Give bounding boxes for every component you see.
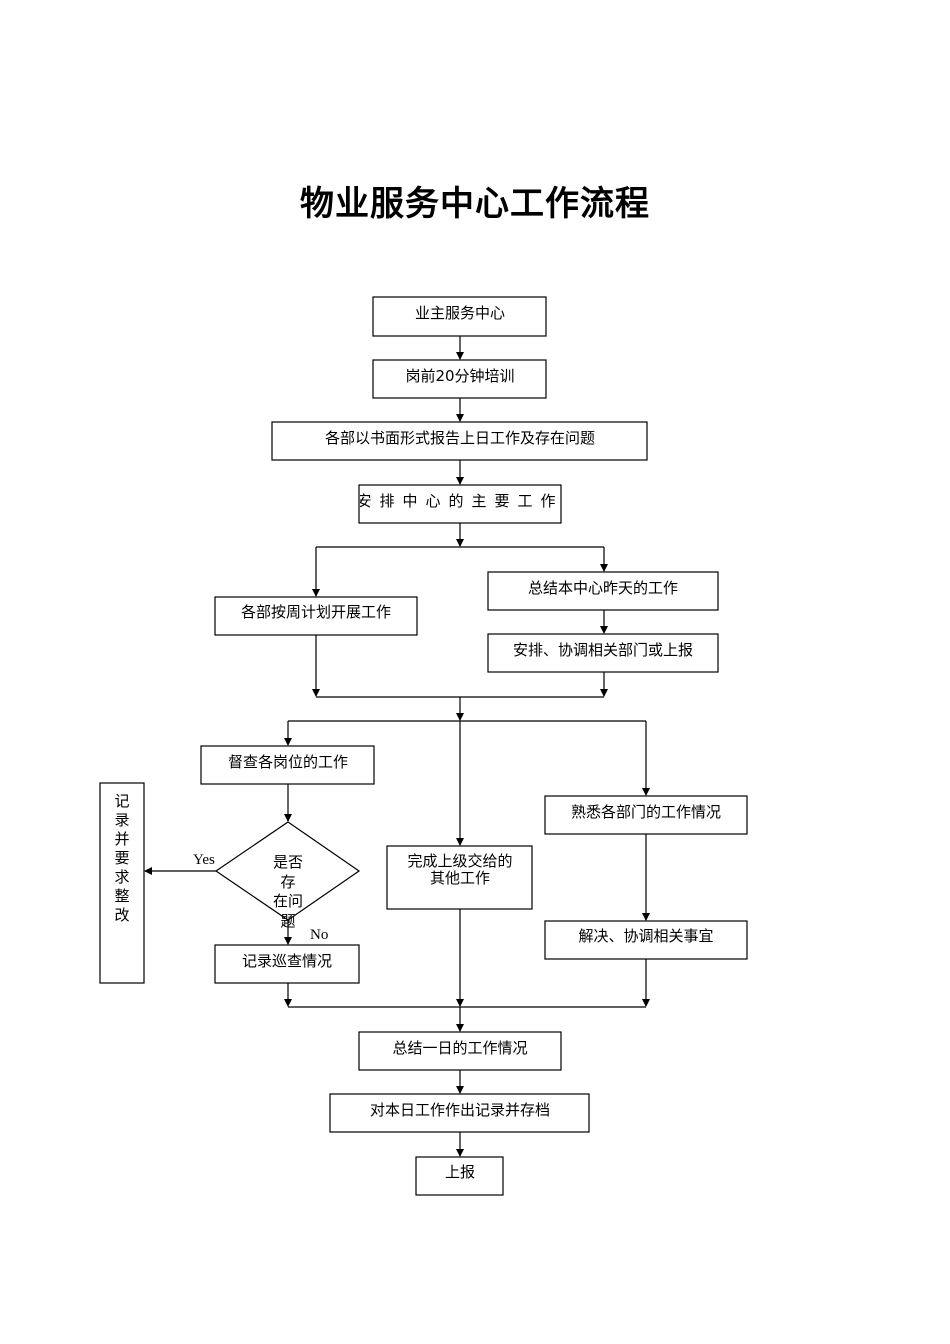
node-coordinate-departments: 安排、协调相关部门或上报 [487, 633, 719, 673]
page-title: 物业服务中心工作流程 [300, 184, 650, 224]
decision-label-line2: 存 [280, 873, 295, 891]
side-char: 要 [114, 849, 129, 867]
node-label: 督查各岗位的工作 [228, 753, 348, 771]
node-label: 各部按周计划开展工作 [241, 603, 391, 621]
decision-label-line3: 在问 [273, 892, 303, 910]
decision-label-line1: 是否 [273, 853, 303, 871]
side-char: 记 [114, 792, 129, 810]
yes-label: Yes [193, 852, 215, 868]
node-label: 总结一日的工作情况 [392, 1039, 527, 1057]
side-char: 并 [114, 830, 129, 848]
node-label: 安排、协调相关部门或上报 [513, 641, 693, 659]
node-label: 岗前20分钟培训 [405, 367, 514, 385]
decision-problem-exists: 是否 存 在问 题 [214, 821, 361, 930]
node-record-and-rectify: 记 录 并 要 求 整 改 [99, 782, 145, 984]
node-summarize-yesterday: 总结本中心昨天的工作 [487, 571, 719, 611]
node-inspect-posts: 督查各岗位的工作 [200, 745, 375, 785]
node-label: 对本日工作作出记录并存档 [370, 1101, 550, 1119]
node-record-patrol: 记录巡查情况 [214, 944, 360, 984]
node-weekly-plan: 各部按周计划开展工作 [214, 596, 418, 636]
node-label: 记录巡查情况 [242, 952, 332, 970]
node-familiarize-departments: 熟悉各部门的工作情况 [544, 795, 748, 835]
node-pre-shift-training: 岗前20分钟培训 [372, 359, 547, 399]
node-summarize-day: 总结一日的工作情况 [358, 1031, 562, 1071]
side-char: 录 [114, 811, 129, 829]
node-label-line2: 其他工作 [430, 869, 490, 887]
side-char: 求 [114, 868, 129, 886]
node-label: 安排中心的主要工作 [356, 492, 563, 510]
node-label: 上报 [445, 1163, 475, 1181]
node-label: 各部以书面形式报告上日工作及存在问题 [325, 429, 595, 447]
node-written-report: 各部以书面形式报告上日工作及存在问题 [271, 421, 648, 461]
node-label: 熟悉各部门的工作情况 [571, 803, 721, 821]
node-label-line1: 完成上级交给的 [407, 852, 512, 870]
decision-label-line4: 题 [280, 912, 295, 930]
node-record-and-archive: 对本日工作作出记录并存档 [329, 1093, 590, 1133]
node-label: 业主服务中心 [415, 304, 505, 322]
node-other-assigned-work: 完成上级交给的 其他工作 [386, 845, 533, 910]
connectors [144, 336, 650, 1157]
node-owner-service-center: 业主服务中心 [372, 296, 547, 337]
node-arrange-main-work: 安排中心的主要工作 [356, 484, 563, 524]
node-label: 总结本中心昨天的工作 [528, 579, 678, 597]
node-label: 解决、协调相关事宜 [578, 927, 713, 945]
node-report-up: 上报 [415, 1156, 504, 1196]
no-label: No [310, 927, 328, 943]
side-char: 改 [114, 906, 129, 924]
side-char: 整 [114, 887, 129, 905]
node-resolve-coordinate: 解决、协调相关事宜 [544, 920, 748, 960]
